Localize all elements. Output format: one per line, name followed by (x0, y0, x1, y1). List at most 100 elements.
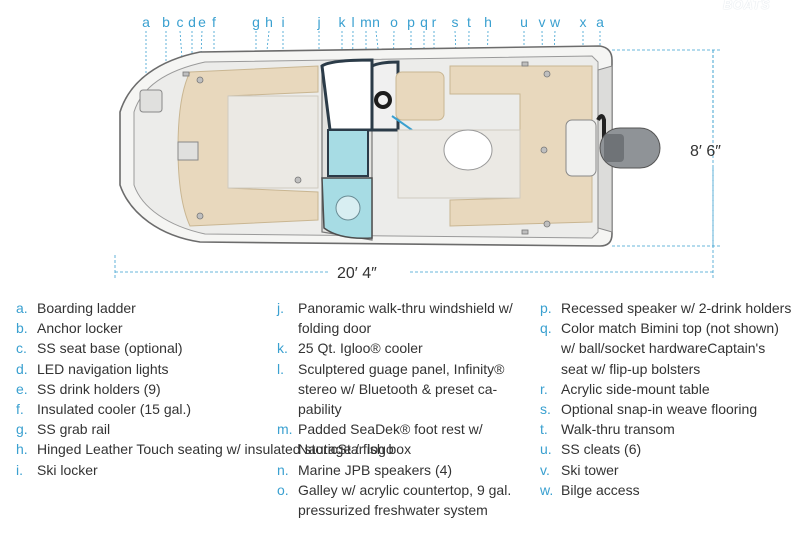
legend-key: e. (16, 380, 28, 397)
legend-key: r. (540, 380, 548, 397)
callout-n: n (372, 14, 380, 30)
callout-o: o (390, 14, 398, 30)
legend-text: Color match Bimini top (not shown) w/ ba… (561, 320, 779, 377)
legend-key: u. (540, 441, 552, 458)
anchor-locker (139, 89, 163, 113)
legend-key: l. (277, 360, 284, 377)
legend-item: s. Optional snap-in weave flooring (540, 399, 795, 419)
legend-key: c. (16, 340, 27, 357)
legend-key: h. (16, 441, 28, 458)
legend-text: Panoramic walk-thru windshield w/ foldin… (298, 300, 513, 337)
callout-v: v (539, 14, 546, 30)
dimension-lines (114, 49, 720, 278)
legend-column-1: a. Boarding ladder b.Anchor locker c. SS sea… (16, 298, 411, 480)
legend-key: g. (16, 421, 28, 438)
callout-w: w (549, 14, 561, 30)
legend-text: LED navigation lights (37, 360, 169, 377)
legend-item: g. SS grab rail (16, 419, 411, 439)
legend-text: Hinged Leather Touch seating w/ insulate… (37, 441, 412, 458)
legend-text: Bilge access (561, 481, 640, 498)
legend-text: SS drink holders (9) (37, 380, 161, 397)
legend-item: d. LED navigation lights (16, 359, 411, 379)
callout-x: x (580, 14, 587, 30)
legend-text: SS seat base (optional) (37, 340, 183, 357)
bow-floor (227, 95, 319, 189)
legend-text: Anchor locker (37, 320, 123, 337)
callout-f: f (212, 14, 216, 30)
walkthru-glass (327, 129, 369, 177)
legend-text: Boarding ladder (37, 300, 136, 316)
legend-key: v. (540, 461, 550, 478)
callout-h: h (484, 14, 492, 30)
legend-item: q.Color match Bimini top (not shown) w/ … (540, 318, 795, 379)
callout-a: a (596, 14, 604, 30)
legend-key: i. (16, 461, 23, 478)
legend-item: l. Sculptered guage panel, Infinity® ster… (277, 359, 532, 420)
legend-item: e. SS drink holders (9) (16, 379, 411, 399)
legend-text: Padded SeaDek® foot rest w/ NauticStar l… (298, 421, 483, 458)
legend-key: a. (16, 300, 28, 316)
legend-item: c. SS seat base (optional) (16, 338, 411, 358)
legend-item: m. Padded SeaDek® foot rest w/ NauticStar… (277, 419, 532, 459)
windshield (320, 58, 374, 132)
callout-t: t (467, 14, 471, 30)
callout-a: a (142, 14, 150, 30)
legend-key: w. (540, 481, 554, 498)
legend-column-2: j. Panoramic walk-thru windshield w/ fold… (277, 298, 532, 520)
callout-b: b (162, 14, 170, 30)
legend-key: d. (16, 360, 28, 377)
legend-text: Acrylic side-mount table (561, 380, 710, 397)
callout-j: j (316, 14, 320, 30)
legend-item: v.Ski tower (540, 460, 795, 480)
legend-item: j. Panoramic walk-thru windshield w/ fold… (277, 298, 532, 338)
legend-text: SS cleats (6) (561, 441, 642, 458)
bow-seating (177, 65, 319, 227)
sink (335, 195, 361, 221)
legend-text: Optional snap-in weave flooring (561, 401, 758, 418)
legend-text: SS grab rail (37, 421, 111, 438)
legend-text: Sculptered guage panel, Infinity® stereo… (298, 360, 505, 418)
legend-item: i. Ski locker (16, 460, 411, 480)
legend-key: j. (277, 300, 284, 316)
callout-p: p (407, 14, 415, 30)
legend-item: o.Galley w/ acrylic countertop, 9 gal. p… (277, 480, 532, 520)
legend-item: f. Insulated cooler (15 gal.) (16, 399, 411, 419)
callout-d: d (188, 14, 196, 30)
length-dimension: 20′ 4″ (337, 265, 377, 282)
outboard-motor (596, 114, 661, 169)
legend-item: t.Walk-thru transom (540, 419, 795, 439)
legend-text: 25 Qt. Igloo® cooler (298, 340, 423, 357)
callout-l: l (351, 14, 354, 30)
legend-item: a. Boarding ladder (16, 298, 411, 318)
side-table (443, 129, 493, 171)
legend-item: b.Anchor locker (16, 318, 411, 338)
legend-item: k.25 Qt. Igloo® cooler (277, 338, 532, 358)
legend-key: f. (16, 401, 24, 418)
legend-item: n.Marine JPB speakers (4) (277, 460, 532, 480)
seat-rotation-arrow (391, 115, 413, 131)
legend-key: p. (540, 300, 552, 316)
insulated-cooler (177, 141, 199, 161)
callout-h: h (265, 14, 273, 30)
beam-dimension: 8′ 6″ (690, 143, 721, 160)
legend-key: o. (277, 481, 289, 498)
legend-key: s. (540, 401, 551, 418)
callout-s: s (452, 14, 459, 30)
callout-e: e (198, 14, 206, 30)
callout-u: u (520, 14, 528, 30)
deck-fittings (182, 61, 551, 235)
callout-g: g (252, 14, 260, 30)
legend-text: Ski locker (37, 461, 98, 478)
aft-seating (449, 65, 593, 227)
legend-text: Insulated cooler (15 gal.) (37, 401, 192, 418)
legend-key: t. (540, 421, 548, 438)
legend-item: u. SS cleats (6) (540, 439, 795, 459)
legend-key: m. (277, 421, 293, 438)
callout-m: m (360, 14, 372, 30)
callout-i: i (281, 14, 284, 30)
brand-logo: BOATS (722, 0, 770, 12)
legend-key: n. (277, 461, 289, 478)
